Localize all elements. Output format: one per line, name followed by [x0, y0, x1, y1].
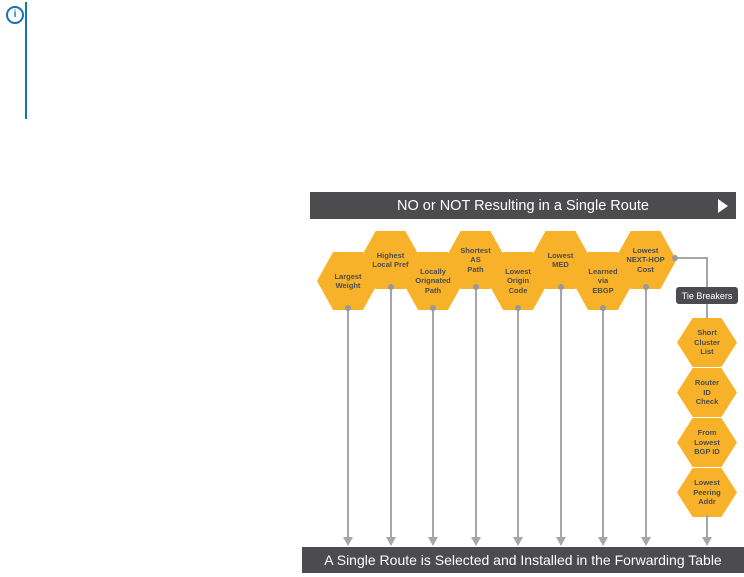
arrow-down-icon	[513, 537, 523, 546]
hexagon-step-label: Highest Local Pref	[372, 250, 409, 269]
tie-breaker-hexagon: Router ID Check	[677, 368, 737, 417]
step-connector-line	[517, 308, 519, 537]
step-connector-line	[559, 287, 562, 537]
connector-dot	[387, 284, 394, 290]
connector-dot	[430, 305, 436, 311]
hexagon-step-label: Shortest AS Path	[460, 245, 491, 274]
arrow-down-icon	[428, 537, 438, 546]
connector-dot	[600, 305, 606, 311]
info-icon: i	[6, 6, 24, 24]
hexagon-step-label: Learned via EBGP	[588, 266, 618, 295]
hexagon-step-label: Lowest Origin Code	[505, 266, 531, 295]
connector-dot	[345, 305, 351, 311]
tie-final-line	[706, 515, 708, 537]
arrow-down-icon	[385, 537, 396, 546]
hexagon-step-label: Lowest NEXT-HOP Cost	[626, 245, 665, 274]
hexagon-step-label: Lowest MED	[547, 250, 574, 269]
hexagon-step-label: Largest Weight	[334, 271, 362, 290]
arrow-down-icon	[555, 537, 566, 546]
arrow-down-icon	[598, 537, 608, 546]
step-connector-line	[347, 308, 349, 537]
note-vertical-rule	[25, 2, 27, 119]
connector-dot	[642, 284, 649, 290]
tie-breaker-hexagon-label: From Lowest BGP ID	[694, 428, 720, 457]
step-connector-line	[644, 287, 647, 537]
top-banner: NO or NOT Resulting in a Single Route	[310, 192, 736, 219]
arrow-down-icon	[640, 537, 651, 546]
connector-dot	[672, 255, 678, 261]
step-connector-line	[389, 287, 392, 537]
info-icon-glyph: i	[13, 9, 17, 20]
right-arrow-icon	[718, 198, 728, 213]
bottom-banner: A Single Route is Selected and Installed…	[302, 547, 744, 573]
tie-breaker-hexagon: Short Cluster List	[677, 318, 737, 367]
tie-breaker-hexagon-label: Short Cluster List	[694, 328, 720, 357]
tie-breaker-hexagon-label: Lowest Peering Addr	[693, 478, 721, 507]
tie-breakers-badge: Tie Breakers	[676, 287, 738, 304]
tie-connector-horizontal	[676, 257, 708, 259]
hexagon-step-label: Locally Orignated Path	[415, 266, 451, 295]
step-connector-line	[432, 308, 434, 537]
top-banner-label: NO or NOT Resulting in a Single Route	[397, 197, 649, 214]
step-connector-line	[602, 308, 604, 537]
tie-breaker-hexagon: From Lowest BGP ID	[677, 418, 737, 467]
arrow-down-icon	[343, 537, 353, 546]
connector-dot	[472, 284, 479, 290]
step-connector-line	[474, 287, 477, 537]
tie-breaker-hexagon-label: Router ID Check	[694, 378, 720, 407]
tie-breaker-hexagon: Lowest Peering Addr	[677, 468, 737, 517]
arrow-down-icon	[470, 537, 481, 546]
connector-dot	[515, 305, 521, 311]
arrow-down-icon	[702, 537, 712, 546]
connector-dot	[557, 284, 564, 290]
